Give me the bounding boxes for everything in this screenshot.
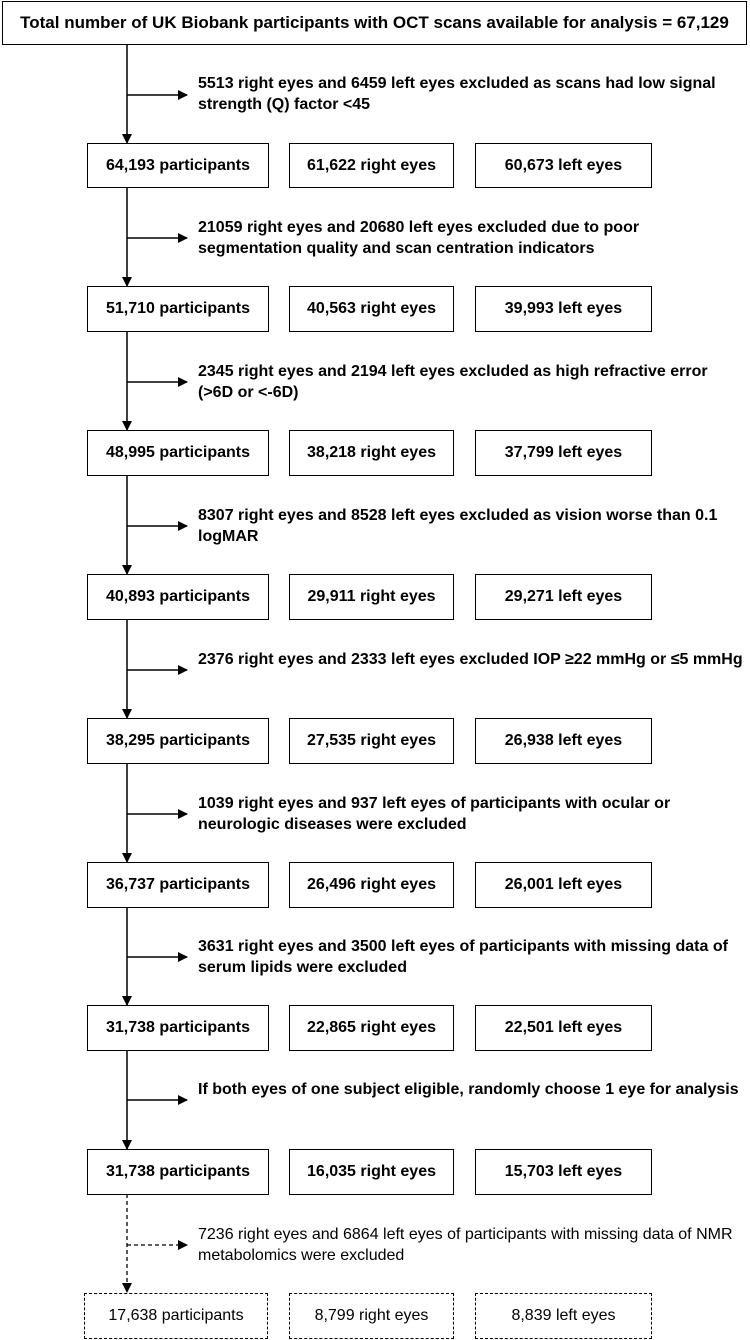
connector-8: [122, 1051, 188, 1150]
left-eyes-count: 29,271 left eyes: [504, 588, 623, 605]
right-eyes-count: 26,496 right eyes: [307, 876, 436, 893]
participants-count: 31,738 participants: [105, 1163, 251, 1180]
connector-7: [122, 908, 188, 1006]
left-eyes-box-6: 26,001 left eyes: [475, 862, 652, 908]
left-eyes-count: 26,001 left eyes: [504, 876, 623, 893]
left-eyes-count: 22,501 left eyes: [504, 1019, 623, 1036]
exclusion-note-1: 5513 right eyes and 6459 left eyes exclu…: [198, 75, 716, 113]
left-eyes-box-2: 39,993 left eyes: [475, 286, 652, 332]
connector-5: [122, 620, 188, 719]
participants-box-final: 17,638 participants: [84, 1293, 268, 1339]
right-eyes-box-4: 29,911 right eyes: [289, 574, 454, 620]
participants-box-7: 31,738 participants: [87, 1005, 269, 1051]
participants-count: 48,995 participants: [105, 444, 251, 461]
left-eyes-box-7: 22,501 left eyes: [475, 1005, 652, 1051]
exclusion-note-4: 8307 right eyes and 8528 left eyes exclu…: [198, 507, 718, 545]
exclusion-note-8: If both eyes of one subject eligible, ra…: [198, 1081, 739, 1098]
participants-box-3: 48,995 participants: [87, 430, 269, 476]
left-eyes-box-8: 15,703 left eyes: [475, 1149, 652, 1195]
left-eyes-box-3: 37,799 left eyes: [475, 430, 652, 476]
connector-4: [122, 475, 188, 575]
exclusion-note-2: 21059 right eyes and 20680 left eyes exc…: [198, 219, 640, 257]
total-participants-text: Total number of UK Biobank participants …: [20, 13, 729, 32]
left-eyes-count: 15,703 left eyes: [504, 1163, 623, 1180]
connector-9-dashed: [122, 1194, 188, 1293]
participants-box-5: 38,295 participants: [87, 718, 269, 764]
participants-count: 36,737 participants: [105, 876, 251, 893]
left-eyes-count: 8,839 left eyes: [511, 1307, 616, 1324]
participants-count: 64,193 participants: [105, 156, 251, 174]
left-eyes-box-1: 60,673 left eyes: [475, 143, 652, 188]
exclusion-note-3: 2345 right eyes and 2194 left eyes exclu…: [198, 363, 708, 401]
right-eyes-box-1: 61,622 right eyes: [289, 143, 454, 188]
connector-2: [122, 187, 188, 287]
participants-count: 40,893 participants: [105, 588, 251, 605]
left-eyes-count: 60,673 left eyes: [504, 156, 623, 174]
left-eyes-count: 26,938 left eyes: [504, 732, 623, 749]
connector-3: [122, 331, 188, 431]
participants-count: 51,710 participants: [105, 300, 251, 317]
right-eyes-count: 61,622 right eyes: [307, 156, 436, 174]
left-eyes-count: 39,993 left eyes: [504, 300, 623, 317]
right-eyes-count: 22,865 right eyes: [307, 1019, 436, 1036]
exclusion-note-5: 2376 right eyes and 2333 left eyes exclu…: [198, 651, 743, 668]
right-eyes-count: 38,218 right eyes: [307, 444, 436, 461]
connector-1: [122, 45, 188, 144]
right-eyes-box-8: 16,035 right eyes: [289, 1149, 454, 1195]
participants-box-6: 36,737 participants: [87, 862, 269, 908]
right-eyes-box-final: 8,799 right eyes: [289, 1293, 454, 1339]
total-participants-box: Total number of UK Biobank participants …: [2, 1, 747, 45]
right-eyes-box-5: 27,535 right eyes: [289, 718, 454, 764]
participants-count: 38,295 participants: [105, 732, 251, 749]
exclusion-note-9: 7236 right eyes and 6864 left eyes of pa…: [198, 1226, 733, 1264]
right-eyes-box-2: 40,563 right eyes: [289, 286, 454, 332]
right-eyes-count: 16,035 right eyes: [307, 1163, 436, 1180]
right-eyes-count: 8,799 right eyes: [314, 1307, 429, 1324]
left-eyes-box-5: 26,938 left eyes: [475, 718, 652, 764]
right-eyes-box-6: 26,496 right eyes: [289, 862, 454, 908]
left-eyes-box-final: 8,839 left eyes: [475, 1293, 652, 1339]
connector-6: [122, 764, 188, 863]
exclusion-note-7: 3631 right eyes and 3500 left eyes of pa…: [198, 938, 728, 976]
participants-count: 31,738 participants: [105, 1019, 251, 1036]
participants-box-4: 40,893 participants: [87, 574, 269, 620]
right-eyes-box-3: 38,218 right eyes: [289, 430, 454, 476]
participants-box-1: 64,193 participants: [87, 143, 269, 188]
right-eyes-box-7: 22,865 right eyes: [289, 1005, 454, 1051]
participants-box-2: 51,710 participants: [87, 286, 269, 332]
participants-box-8: 31,738 participants: [87, 1149, 269, 1195]
right-eyes-count: 27,535 right eyes: [307, 732, 436, 749]
exclusion-note-6: 1039 right eyes and 937 left eyes of par…: [198, 795, 671, 833]
right-eyes-count: 40,563 right eyes: [307, 300, 436, 317]
left-eyes-count: 37,799 left eyes: [504, 444, 623, 461]
right-eyes-count: 29,911 right eyes: [307, 588, 436, 605]
left-eyes-box-4: 29,271 left eyes: [475, 574, 652, 620]
participants-count: 17,638 participants: [108, 1307, 244, 1324]
